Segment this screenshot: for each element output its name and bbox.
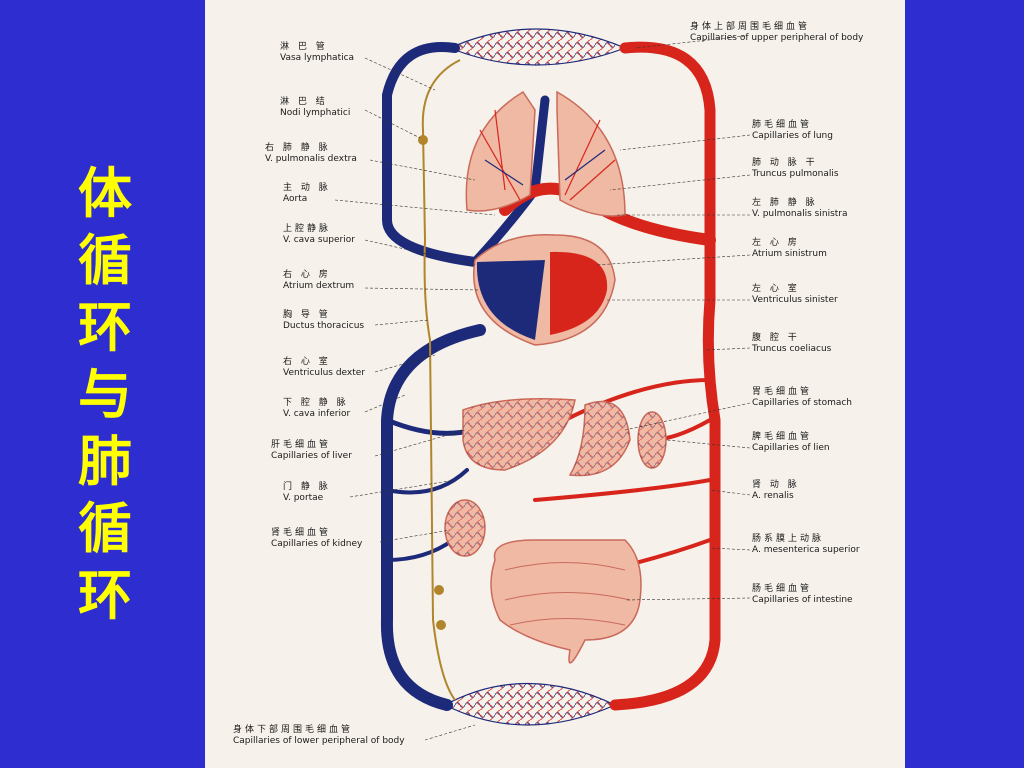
label-la: Aorta <box>283 194 308 204</box>
title-char-6: 循 <box>78 497 132 560</box>
label-la: Ventriculus dexter <box>283 368 366 378</box>
label-nodi-lymphatici: 淋 巴 结 Nodi lymphatici <box>280 97 350 119</box>
label-zh: 左 心 房 <box>752 238 800 248</box>
intestine <box>490 539 642 664</box>
title-char-7: 环 <box>78 564 132 627</box>
label-la: Atrium dextrum <box>283 281 355 291</box>
label-zh: 肠系膜上动脉 <box>752 534 825 544</box>
label-la: Truncus pulmonalis <box>752 169 839 179</box>
label-zh: 肾毛细血管 <box>271 528 332 538</box>
label-la: Capillaries of intestine <box>752 595 853 605</box>
label-zh: 门 静 脉 <box>283 482 331 492</box>
label-zh: 上腔静脉 <box>283 224 332 234</box>
label-a-renalis: 肾 动 脉 A. renalis <box>752 480 800 502</box>
label-zh: 脾毛细血管 <box>752 432 813 442</box>
label-la: Atrium sinistrum <box>752 249 827 259</box>
title-char-2: 循 <box>78 229 132 292</box>
label-zh: 淋 巴 结 <box>280 97 328 107</box>
lower-capillaries <box>443 682 617 726</box>
label-zh: 身体上部周围毛细血管 <box>690 22 811 32</box>
label-zh: 腹 腔 干 <box>752 333 800 343</box>
label-capillaries-of-kidney: 肾毛细血管 Capillaries of kidney <box>271 528 362 550</box>
lungs <box>465 90 626 217</box>
label-la: V. pulmonalis dextra <box>265 154 357 164</box>
label-zh: 身体下部周围毛细血管 <box>233 725 354 735</box>
label-atrium-sinistrum: 左 心 房 Atrium sinistrum <box>752 238 827 260</box>
label-zh: 肾 动 脉 <box>752 480 800 490</box>
label-la: Capillaries of kidney <box>271 539 363 549</box>
stomach <box>568 400 631 477</box>
label-zh: 左 心 室 <box>752 284 800 294</box>
label-truncus-pulmonalis: 肺 动 脉 干 Truncus pulmonalis <box>752 158 839 180</box>
label-la: Ventriculus sinister <box>752 295 838 305</box>
label-aorta: 主 动 脉 Aorta <box>283 183 331 205</box>
label-la: Capillaries of stomach <box>752 398 853 408</box>
label-la: Capillaries of lien <box>752 443 830 453</box>
circulation-diagram <box>334 28 751 741</box>
label-zh: 肠毛细血管 <box>752 584 813 594</box>
label-ventriculus-dexter: 右 心 室 Ventriculus dexter <box>283 357 365 379</box>
label-la: Capillaries of lower peripheral of body <box>233 736 405 746</box>
label-capillaries-of-intestine: 肠毛细血管 Capillaries of intestine <box>752 584 853 606</box>
label-la: V. pulmonalis sinistra <box>752 209 848 219</box>
label-v-cava-superior: 上腔静脉 V. cava superior <box>283 224 355 246</box>
label-capillaries-of-liver: 肝毛细血管 Capillaries of liver <box>271 440 352 462</box>
label-la: Truncus coeliacus <box>752 344 832 354</box>
label-la: Capillaries of lung <box>752 131 833 141</box>
label-zh: 右 心 房 <box>283 270 331 280</box>
label-la: Capillaries of upper peripheral of body <box>690 33 864 43</box>
label-la: V. cava superior <box>283 235 355 245</box>
label-v-cava-inferior: 下 腔 静 脉 V. cava inferior <box>283 398 350 420</box>
label-capillaries-of-lien: 脾毛细血管 Capillaries of lien <box>752 432 830 454</box>
label-a-mesenterica-superior: 肠系膜上动脉 A. mesenterica superior <box>752 534 860 556</box>
slide-title: 体 循 环 与 肺 循 环 <box>70 160 140 629</box>
label-zh: 胃毛细血管 <box>752 387 813 397</box>
label-truncus-coeliacus: 腹 腔 干 Truncus coeliacus <box>752 333 831 355</box>
label-zh: 肺 动 脉 干 <box>752 158 818 168</box>
label-zh: 肺毛细血管 <box>752 120 813 130</box>
label-la: A. renalis <box>752 491 794 501</box>
title-char-1: 体 <box>78 162 132 225</box>
label-la: Ductus thoracicus <box>283 321 365 331</box>
label-la: V. cava inferior <box>283 409 351 419</box>
title-char-3: 环 <box>78 296 132 359</box>
heart <box>473 233 616 346</box>
label-zh: 主 动 脉 <box>283 183 331 193</box>
liver <box>462 398 576 471</box>
label-atrium-dextrum: 右 心 房 Atrium dextrum <box>283 270 354 292</box>
label-ventriculus-sinister: 左 心 室 Ventriculus sinister <box>752 284 838 306</box>
label-zh: 右 心 室 <box>283 357 331 367</box>
label-la: Nodi lymphatici <box>280 108 351 118</box>
title-char-4: 与 <box>78 363 132 426</box>
spleen <box>637 411 667 469</box>
label-zh: 右 肺 静 脉 <box>265 143 331 153</box>
label-capillaries-lower-body: 身体下部周围毛细血管 Capillaries of lower peripher… <box>233 725 405 747</box>
label-capillaries-of-stomach: 胃毛细血管 Capillaries of stomach <box>752 387 852 409</box>
label-ductus-thoracicus: 胸 导 管 Ductus thoracicus <box>283 310 364 332</box>
label-v-pulmonalis-sinistra: 左 肺 静 脉 V. pulmonalis sinistra <box>752 198 848 220</box>
label-la: Capillaries of liver <box>271 451 352 461</box>
label-zh: 肝毛细血管 <box>271 440 332 450</box>
label-la: V. portae <box>283 493 324 503</box>
kidney <box>444 499 486 557</box>
label-capillaries-of-lung: 肺毛细血管 Capillaries of lung <box>752 120 833 142</box>
circulation-figure: 淋 巴 管 Vasa lymphatica 淋 巴 结 Nodi lymphat… <box>205 0 905 768</box>
label-zh: 下 腔 静 脉 <box>283 398 349 408</box>
label-la: Vasa lymphatica <box>280 53 355 63</box>
label-zh: 淋 巴 管 <box>280 42 328 52</box>
label-la: A. mesenterica superior <box>752 545 860 555</box>
leader-lines <box>334 35 751 741</box>
lymphatic-system <box>418 59 461 701</box>
title-char-5: 肺 <box>78 430 132 493</box>
upper-capillaries <box>448 28 627 66</box>
label-vasa-lymphatica: 淋 巴 管 Vasa lymphatica <box>280 42 354 64</box>
label-v-pulmonalis-dextra: 右 肺 静 脉 V. pulmonalis dextra <box>265 143 357 165</box>
label-zh: 胸 导 管 <box>283 310 331 320</box>
label-zh: 左 肺 静 脉 <box>752 198 818 208</box>
label-v-portae: 门 静 脉 V. portae <box>283 482 331 504</box>
label-capillaries-upper-body: 身体上部周围毛细血管 Capillaries of upper peripher… <box>690 22 863 44</box>
